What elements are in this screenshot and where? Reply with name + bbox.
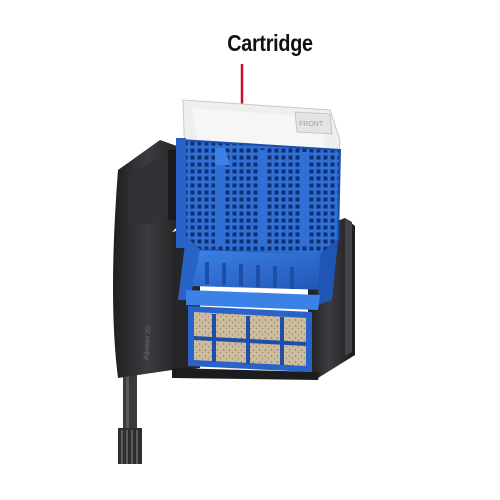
cartridge-blue-frame: [176, 138, 342, 310]
intake-tube: [118, 370, 142, 464]
cartridge-front-tab: FRONT: [294, 111, 333, 135]
carbon-media-tray: [188, 306, 312, 372]
cartridge-callout-label: Cartridge: [227, 30, 313, 56]
svg-text:FRONT: FRONT: [299, 121, 324, 128]
intake-strainer: [118, 428, 142, 464]
cartridge-ribs: [205, 262, 294, 289]
housing-brand-text: Aqueon 20: [143, 326, 152, 360]
